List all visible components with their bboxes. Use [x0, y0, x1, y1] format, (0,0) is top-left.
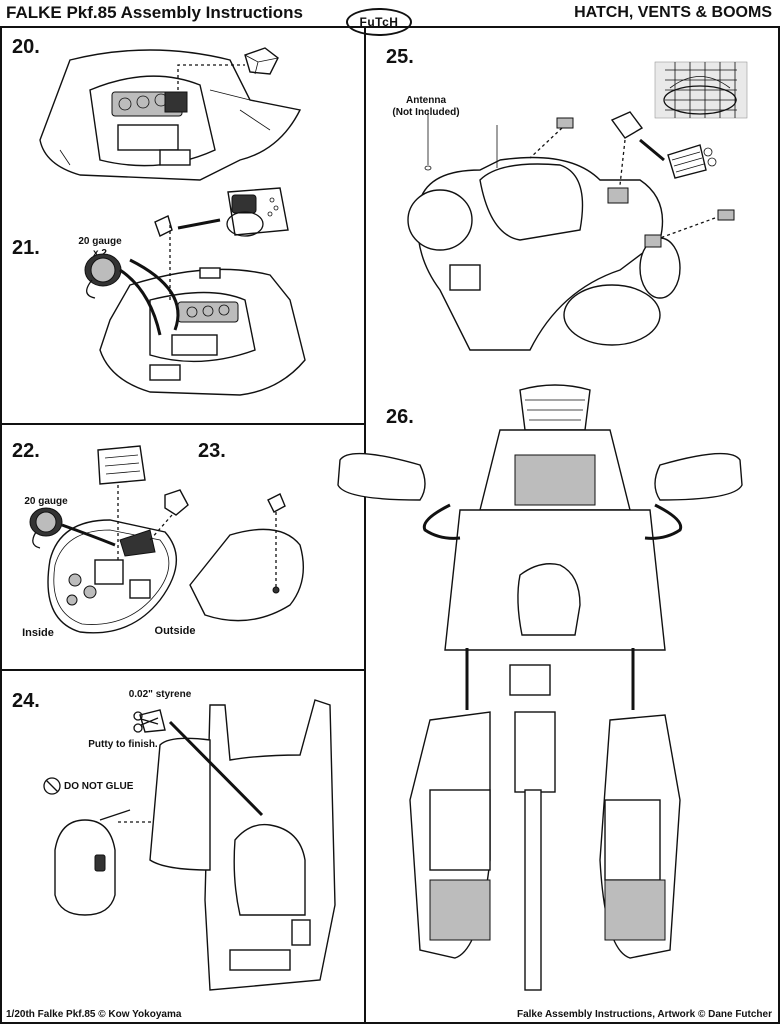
panel-step-22-23	[0, 423, 366, 671]
inside-label: Inside	[22, 627, 54, 639]
gauge-text: 20 gauge	[78, 236, 122, 247]
step-24-number: 24.	[12, 690, 40, 712]
step-22-hatch-inside-drawing	[29, 445, 189, 634]
styrene-label: 0.02" styrene	[128, 689, 192, 700]
step-26-torso-and-legs-drawing	[337, 384, 743, 991]
step-25-body-drawing	[407, 61, 748, 351]
step-23-hatch-outside-drawing	[189, 493, 305, 622]
antenna-note: (Not Included)	[392, 107, 460, 118]
gauge-count: x 2	[93, 248, 107, 259]
step-25-number: 25.	[386, 46, 414, 68]
footer-copyright-model: 1/20th Falke Pkf.85 © Kow Yokoyama	[6, 1009, 182, 1020]
antenna-label: Antenna (Not Included)	[384, 95, 468, 119]
putty-label: Putty to finish.	[88, 739, 158, 750]
document-title: FALKE Pkf.85 Assembly Instructions	[6, 3, 303, 22]
step-20-number: 20.	[12, 36, 40, 58]
scissors-icon	[133, 711, 159, 733]
wire-gauge-label-21: 20 gauge x 2	[74, 236, 126, 260]
antenna-text: Antenna	[406, 95, 446, 106]
step-26-number: 26.	[386, 406, 414, 428]
futch-logo: FuTcH	[346, 8, 412, 36]
do-not-glue-label: DO NOT GLUE	[64, 781, 134, 792]
wire-gauge-label-22: 20 gauge	[24, 496, 68, 507]
footer-copyright-artwork: Falke Assembly Instructions, Artwork © D…	[516, 1009, 772, 1020]
step-22-number: 22.	[12, 440, 40, 462]
page-header: FALKE Pkf.85 Assembly Instructions HATCH…	[0, 0, 780, 26]
step-20-cockpit-drawing	[39, 47, 302, 181]
outside-label: Outside	[154, 625, 196, 637]
step-24-torso-drawing	[43, 699, 336, 991]
step-21-number: 21.	[12, 237, 40, 259]
section-title: HATCH, VENTS & BOOMS	[574, 4, 772, 21]
step-23-number: 23.	[198, 440, 226, 462]
step-21-cockpit-drawing	[84, 187, 306, 396]
